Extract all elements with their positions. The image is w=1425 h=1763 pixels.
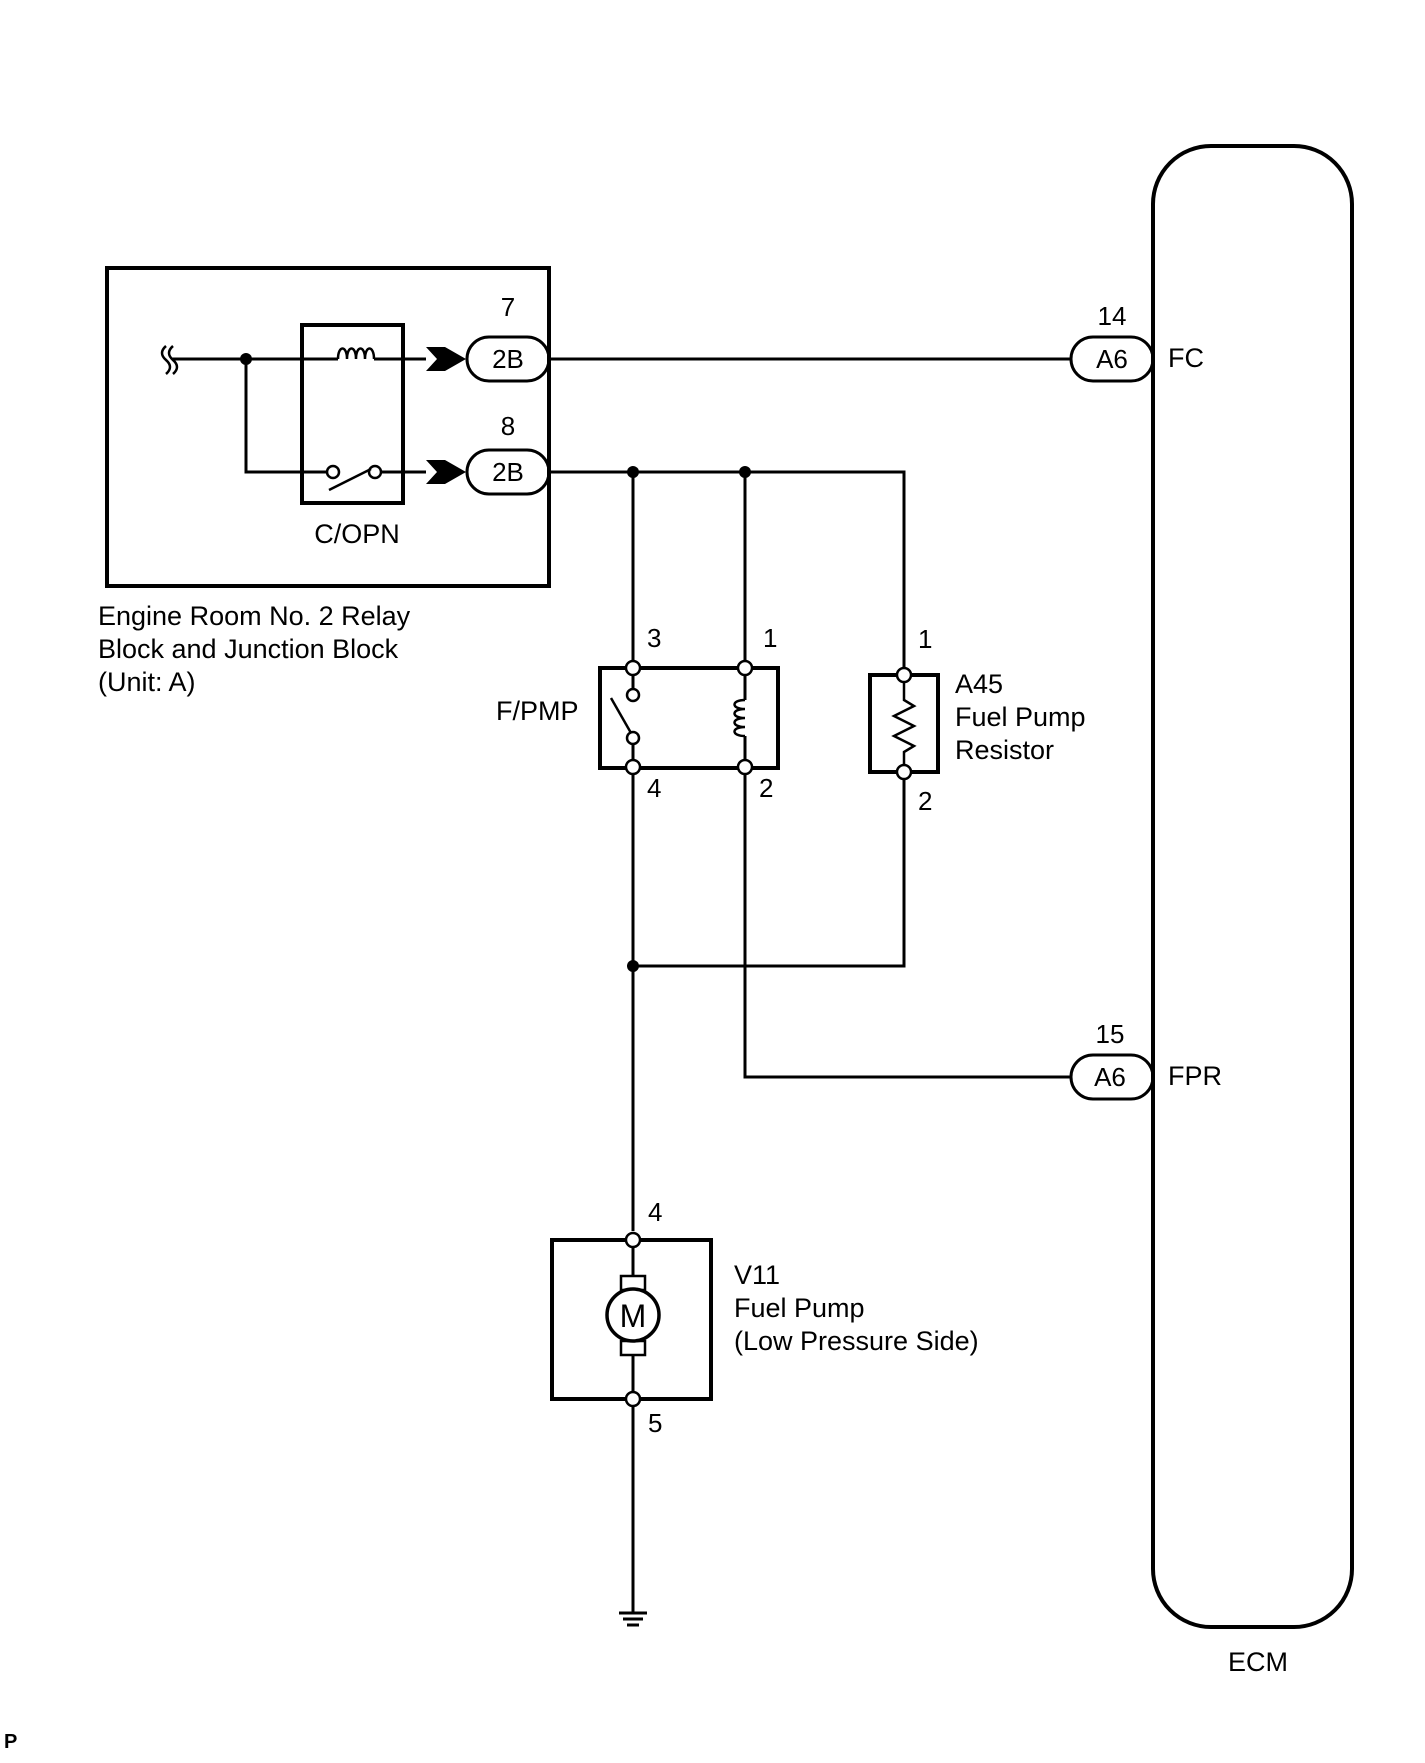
ecm-fpr-signal-label: FPR xyxy=(1168,1061,1222,1091)
fpmp-pin4-label: 4 xyxy=(647,773,661,803)
wire-resistor-return xyxy=(633,779,906,968)
motor-icon xyxy=(605,1287,661,1343)
junction-return xyxy=(627,960,639,972)
ground-icon xyxy=(619,1611,647,1627)
fpmp-relay-label: F/PMP xyxy=(496,696,579,726)
relay-block-label-line1: Engine Room No. 2 Relay xyxy=(98,601,411,631)
connector-a6-fc xyxy=(1069,335,1155,383)
connector-a6-fpr xyxy=(1069,1053,1155,1101)
fpmp-pin3-terminal xyxy=(624,659,642,677)
fpmp-coil-icon xyxy=(733,675,747,760)
fpmp-switch-icon xyxy=(609,675,641,760)
resistor-zigzag-icon xyxy=(891,681,917,768)
fpmp-pin2-label: 2 xyxy=(759,773,773,803)
fuel-pump-pin5-label: 5 xyxy=(648,1408,662,1438)
motor-brush-bottom xyxy=(619,1339,647,1357)
ecm-outline xyxy=(1151,144,1354,1629)
fpmp-pin1-label: 1 xyxy=(763,623,777,653)
ecm-label: ECM xyxy=(1228,1647,1288,1677)
resistor-pin2-label: 2 xyxy=(918,786,932,816)
copn-switch-icon xyxy=(325,464,426,492)
copn-relay-outline xyxy=(300,323,405,505)
fpmp-pin1-terminal xyxy=(736,659,754,677)
resistor-pin2-terminal xyxy=(895,763,913,781)
connector-a6-fpr-code: A6 xyxy=(1094,1062,1126,1092)
power-branch-wire xyxy=(244,359,333,474)
fpmp-pin4-terminal xyxy=(624,758,642,776)
connector-2b-bottom-arrow-icon xyxy=(426,460,466,484)
motor-symbol: M xyxy=(620,1298,647,1334)
fuel-pump-label-line3: (Low Pressure Side) xyxy=(734,1326,979,1356)
fuel-pump-pin4-terminal xyxy=(624,1231,642,1249)
connector-a6-fc-pin: 14 xyxy=(1098,301,1127,331)
connector-2b-top-arrow-icon xyxy=(426,347,466,371)
ecm-fc-signal-label: FC xyxy=(1168,343,1204,373)
fuel-pump-pin4-label: 4 xyxy=(648,1197,662,1227)
connector-2b-bottom-code: 2B xyxy=(492,457,524,487)
fpr-wire xyxy=(743,772,1071,1079)
main-power-wire xyxy=(549,470,906,671)
relay-block-label-line2: Block and Junction Block xyxy=(98,634,399,664)
fpmp-pin3-label: 3 xyxy=(647,623,661,653)
connector-2b-bottom-pin: 8 xyxy=(501,411,515,441)
connector-a6-fpr-pin: 15 xyxy=(1096,1019,1125,1049)
resistor-pin1-label: 1 xyxy=(918,624,932,654)
connector-a6-fc-code: A6 xyxy=(1096,344,1128,374)
resistor-label-line1: A45 xyxy=(955,669,1003,699)
corner-mark: P xyxy=(4,1731,17,1753)
fuel-pump-label-line2: Fuel Pump xyxy=(734,1293,865,1323)
relay-block-outline xyxy=(105,266,551,588)
connector-2b-top-pin: 7 xyxy=(501,292,515,322)
connector-2b-top-code: 2B xyxy=(492,344,524,374)
fpmp-relay-outline xyxy=(598,666,780,770)
fpmp-pin2-terminal xyxy=(736,758,754,776)
resistor-label-line3: Resistor xyxy=(955,735,1054,765)
relay-block-label-line3: (Unit: A) xyxy=(98,667,196,697)
copn-coil-icon xyxy=(333,347,426,361)
copn-relay-label: C/OPN xyxy=(314,519,400,549)
fuel-pump-label-line1: V11 xyxy=(734,1260,780,1290)
fuel-pump-pin5-terminal xyxy=(624,1390,642,1408)
resistor-pin1-terminal xyxy=(895,666,913,684)
resistor-label-line2: Fuel Pump xyxy=(955,702,1086,732)
